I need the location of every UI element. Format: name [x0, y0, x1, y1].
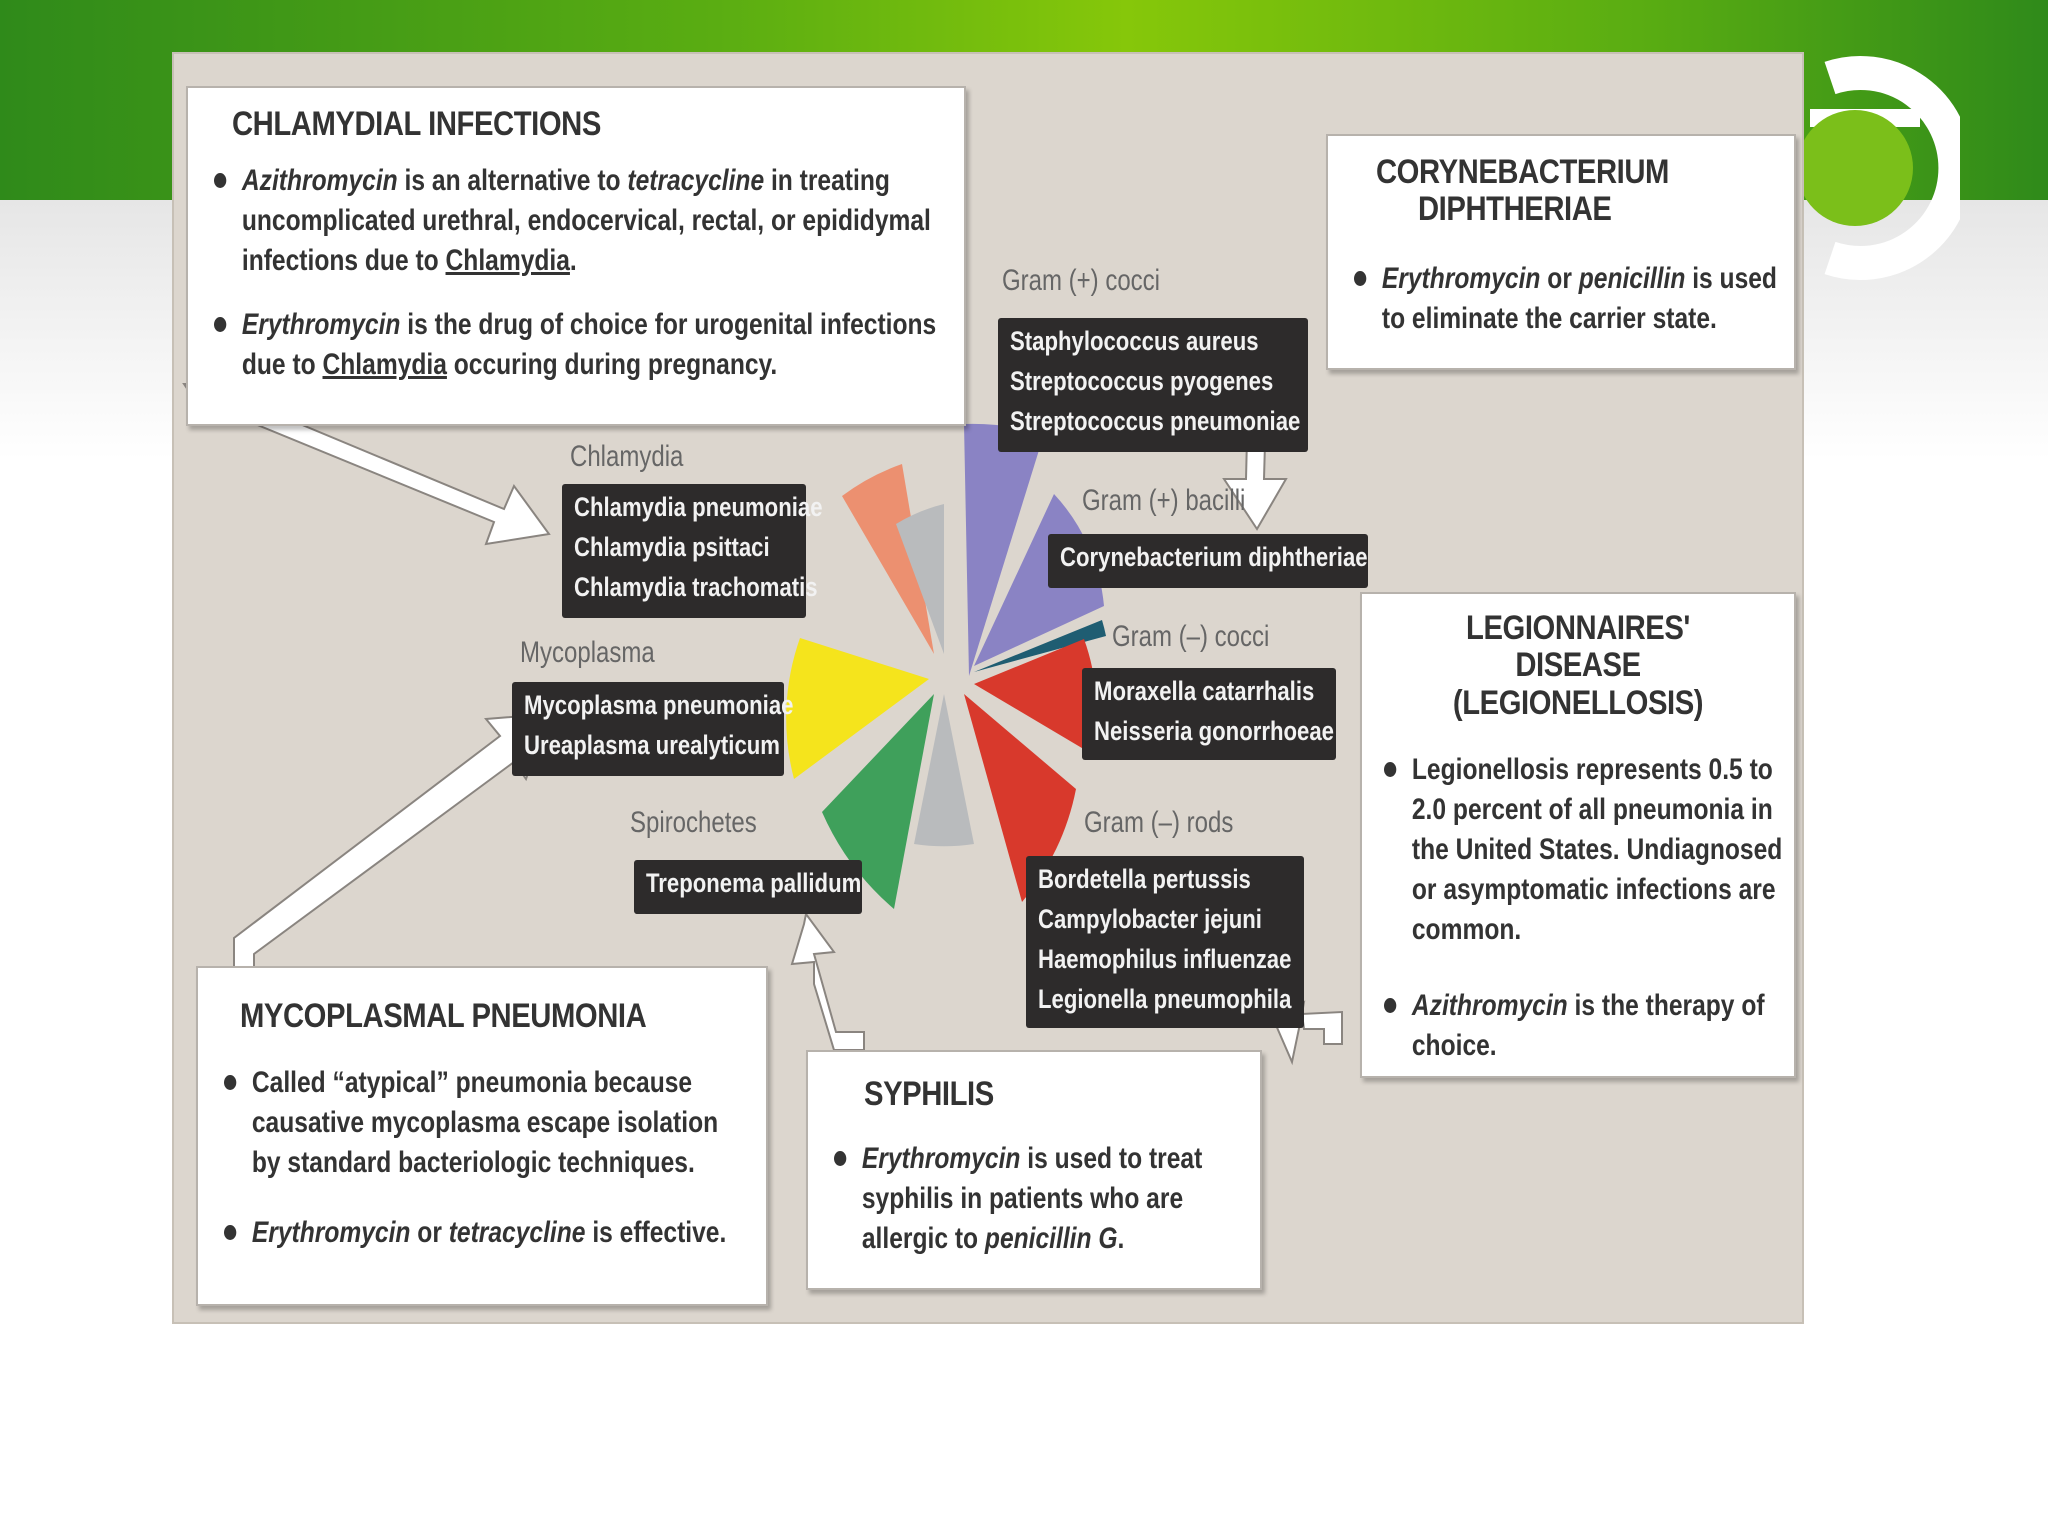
organism-item: Treponema pallidum	[646, 868, 862, 898]
callout-title-line1: LEGIONNAIRES' DISEASE	[1466, 609, 1690, 685]
callout-title: CHLAMYDIAL INFECTIONS	[232, 105, 601, 143]
callout-title-line2: DIPHTHERIAE	[1418, 190, 1612, 229]
bullet-item: Erythromycin is used to treat syphilis i…	[834, 1139, 1249, 1259]
bullet-item: Erythromycin or penicillin is used to el…	[1354, 259, 1782, 339]
label-gram-neg-cocci: Gram (–) cocci	[1112, 620, 1270, 653]
callout-title: SYPHILIS	[864, 1075, 994, 1113]
organism-item: Mycoplasma pneumoniae	[524, 690, 794, 720]
organism-item: Moraxella catarrhalis	[1094, 676, 1315, 706]
bullet-item: Azithromycin is the therapy of choice.	[1384, 986, 1787, 1066]
wedge-chlamydia	[842, 464, 934, 654]
arrow-syphilis	[790, 911, 865, 1051]
label-gram-pos-bacilli: Gram (+) bacilli	[1082, 484, 1246, 517]
organism-item: Haemophilus influenzae	[1038, 943, 1292, 974]
organism-item: Streptococcus pneumoniae	[1010, 405, 1301, 436]
bullet-item: Erythromycin is the drug of choice for u…	[214, 305, 942, 385]
callout-chlamydial-infections: CHLAMYDIAL INFECTIONS Azithromycin is an…	[186, 86, 966, 426]
organism-item: Chlamydia psittaci	[574, 531, 770, 562]
callout-corynebacterium-diphtheriae: CORYNEBACTERIUM DIPHTHERIAE Erythromycin…	[1326, 134, 1796, 370]
label-gram-pos-cocci: Gram (+) cocci	[1002, 264, 1161, 297]
organisms-mycoplasma: Mycoplasma pneumoniae Ureaplasma urealyt…	[512, 682, 794, 776]
organism-item: Ureaplasma urealyticum	[524, 729, 780, 760]
wedge-gray-top	[896, 504, 944, 654]
label-spirochetes: Spirochetes	[630, 806, 757, 839]
arrow-mycoplasma	[233, 712, 551, 983]
organism-item: Bordetella pertussis	[1038, 864, 1251, 894]
label-mycoplasma: Mycoplasma	[520, 636, 655, 669]
wedge-spirochetes	[822, 694, 934, 909]
diagram-panel: Gram (+) cocci Gram (+) bacilli Gram (–)…	[172, 52, 1804, 1324]
organisms-gram-pos-bacilli: Corynebacterium diphtheriae	[1048, 534, 1368, 588]
organisms-gram-neg-cocci: Moraxella catarrhalis Neisseria gonorrho…	[1082, 668, 1336, 760]
callout-title-line2: (LEGIONELLOSIS)	[1452, 683, 1704, 722]
label-chlamydia: Chlamydia	[570, 440, 684, 473]
callout-title-line1: CORYNEBACTERIUM	[1376, 153, 1669, 191]
organism-item: Streptococcus pyogenes	[1010, 365, 1274, 396]
callout-title: MYCOPLASMAL PNEUMONIA	[240, 997, 647, 1035]
callout-legionnaires-disease: LEGIONNAIRES' DISEASE (LEGIONELLOSIS) Le…	[1360, 592, 1796, 1078]
label-gram-neg-rods: Gram (–) rods	[1084, 806, 1234, 839]
callout-mycoplasmal-pneumonia: MYCOPLASMAL PNEUMONIA Called “atypical” …	[196, 966, 768, 1306]
callout-syphilis: SYPHILIS Erythromycin is used to treat s…	[806, 1050, 1262, 1290]
organism-item: Legionella pneumophila	[1038, 983, 1292, 1014]
organisms-spirochetes: Treponema pallidum	[634, 860, 862, 914]
bullet-item: Legionellosis represents 0.5 to 2.0 perc…	[1384, 750, 1787, 949]
wedge-gram-neg-rods	[964, 694, 1076, 902]
wedge-gram-pos-cocci	[964, 423, 1044, 676]
organism-item: Chlamydia trachomatis	[574, 571, 818, 602]
organism-item: Staphylococcus aureus	[1010, 326, 1259, 356]
wedge-slate	[974, 620, 1106, 672]
wedge-mycoplasma	[786, 638, 929, 779]
organism-item: Chlamydia pneumoniae	[574, 492, 823, 522]
organism-item: Campylobacter jejuni	[1038, 903, 1262, 934]
bullet-item: Azithromycin is an alternative to tetrac…	[214, 161, 942, 281]
bullet-item: Erythromycin or tetracycline is effectiv…	[224, 1213, 751, 1253]
organism-item: Neisseria gonorrhoeae	[1094, 715, 1334, 746]
wedge-gray-bottom	[914, 694, 974, 847]
organisms-gram-neg-rods: Bordetella pertussis Campylobacter jejun…	[1026, 856, 1304, 1028]
organism-item: Corynebacterium diphtheriae	[1060, 542, 1368, 572]
organisms-gram-pos-cocci: Staphylococcus aureus Streptococcus pyog…	[998, 318, 1308, 452]
wedge-gram-neg-cocci	[974, 639, 1097, 754]
organisms-chlamydia: Chlamydia pneumoniae Chlamydia psittaci …	[562, 484, 823, 618]
bullet-item: Called “atypical” pneumonia because caus…	[224, 1063, 751, 1183]
logo-icon	[1800, 56, 1960, 280]
